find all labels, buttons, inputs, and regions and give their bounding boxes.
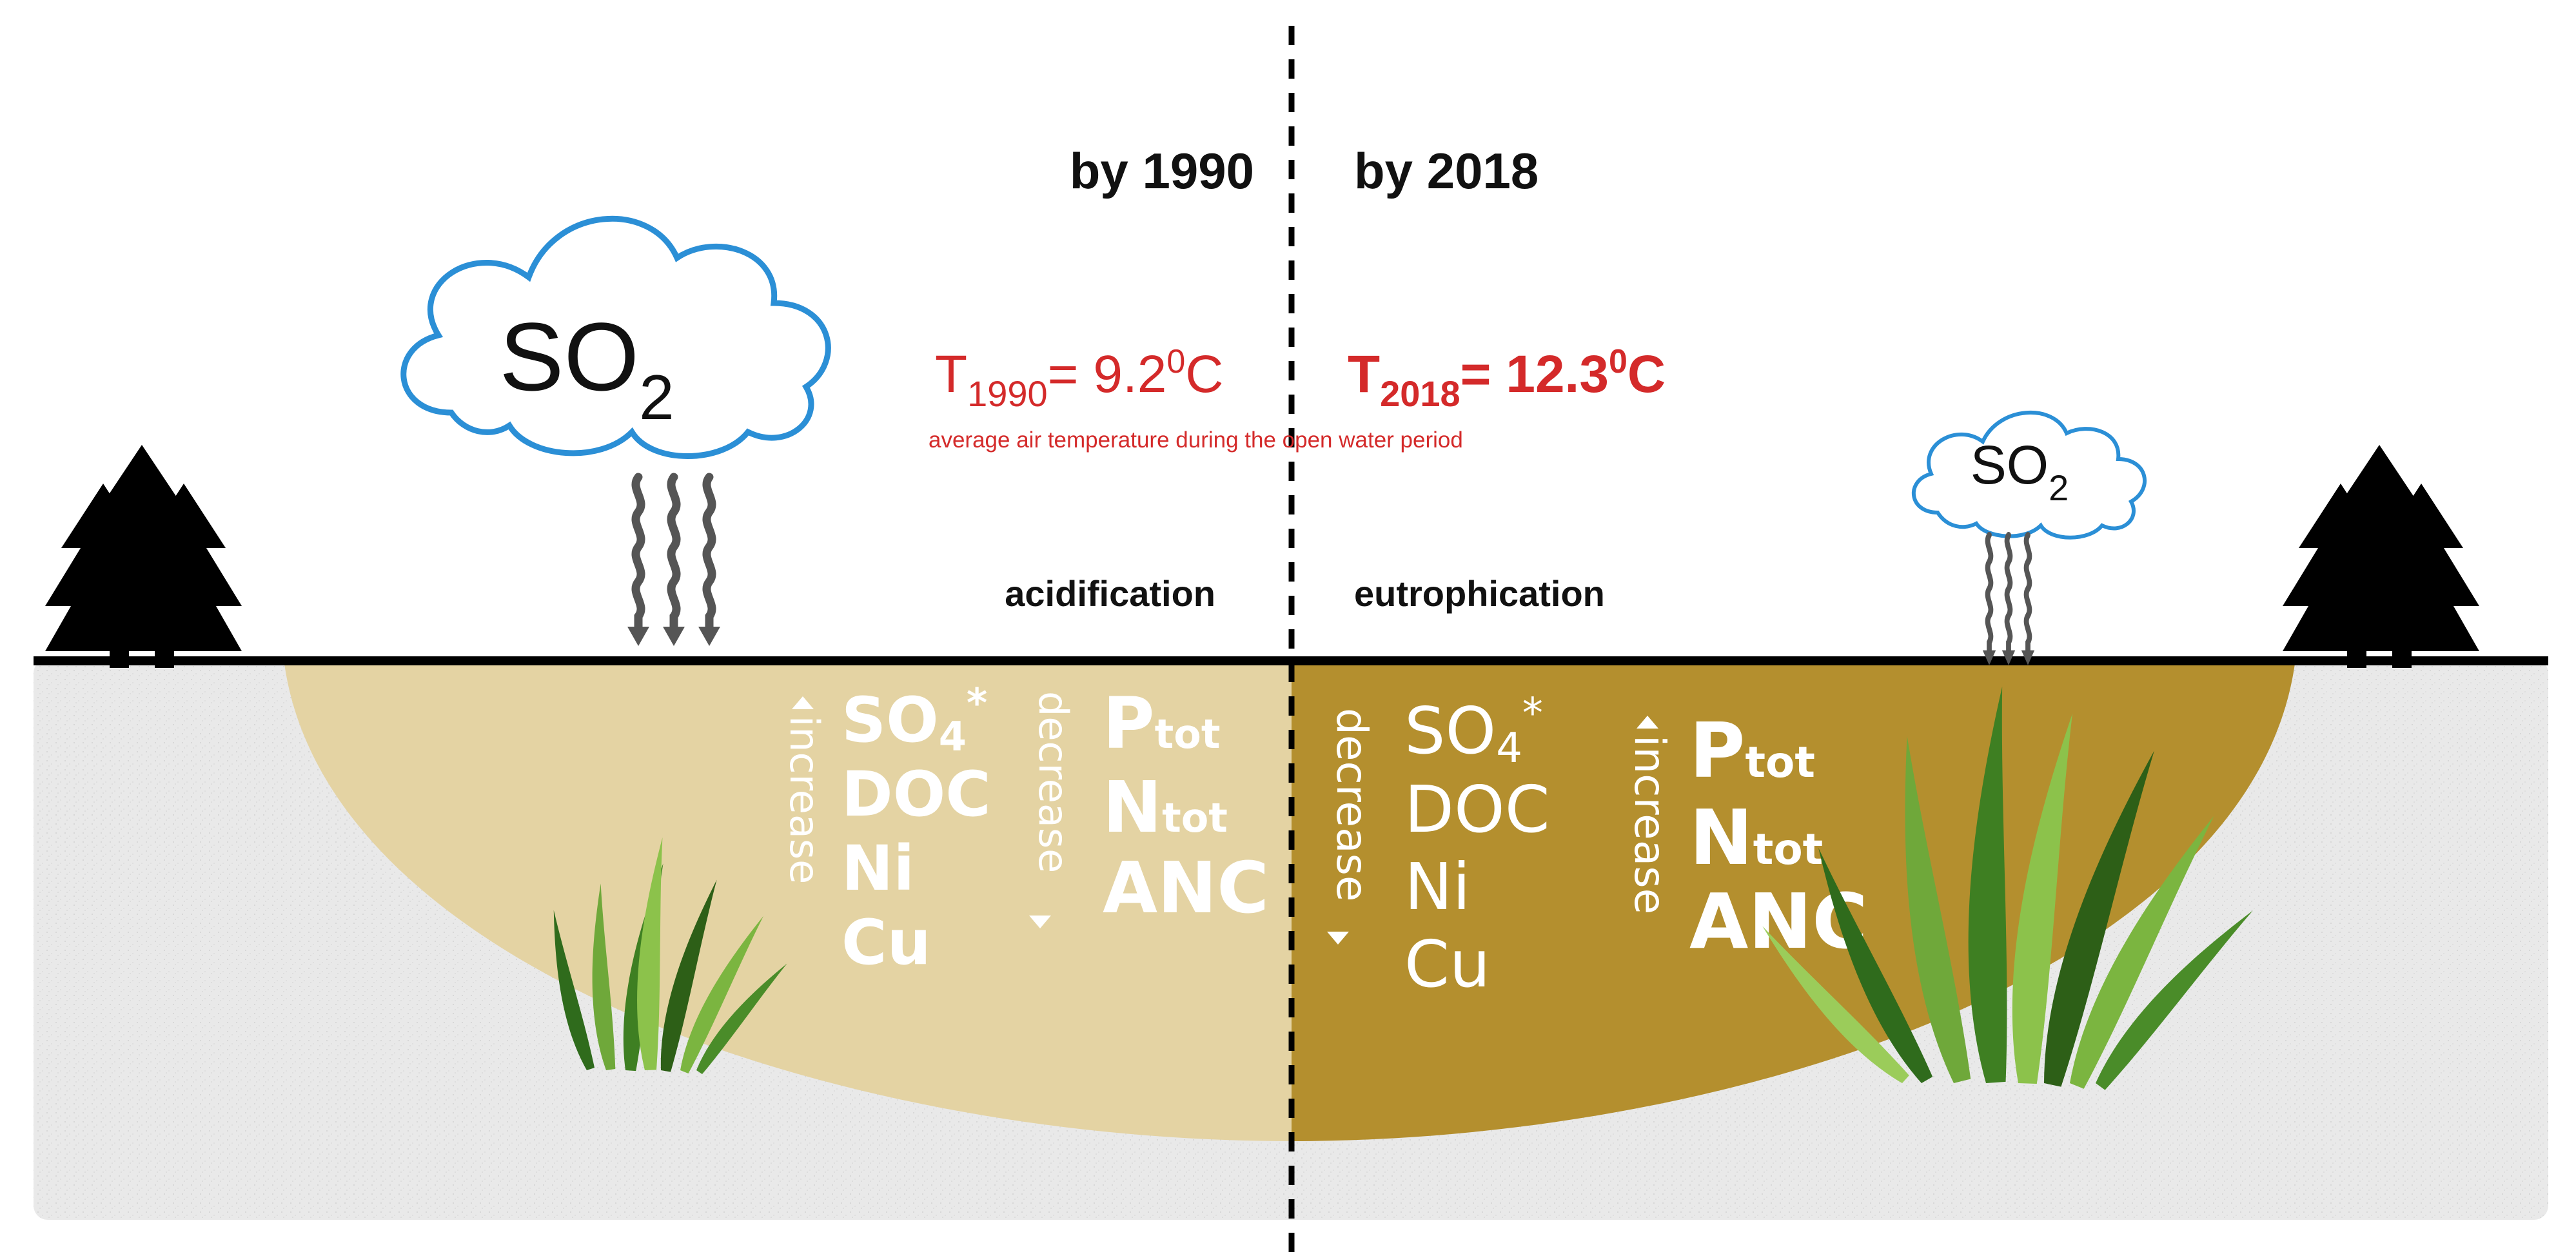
wavy-arrow-icon — [1983, 535, 1996, 665]
left-increase-indicator: increase — [781, 696, 828, 884]
chem-p-tot: Ptot — [1689, 706, 1815, 795]
wavy-arrow-icon — [698, 477, 720, 646]
chem-anc: ANC — [1103, 847, 1269, 929]
header-1990: by 1990 — [1070, 142, 1254, 199]
chem-ni: Ni — [841, 832, 914, 905]
process-eutrophication: eutrophication — [1354, 573, 1605, 614]
decrease-label: decrease — [1327, 708, 1377, 902]
chem-ni: Ni — [1404, 849, 1471, 925]
shoreline — [34, 656, 2548, 665]
chem-n-tot: Ntot — [1103, 766, 1228, 848]
left-decrease-indicator: decrease — [1029, 691, 1077, 928]
chem-n-tot: Ntot — [1689, 793, 1823, 882]
chem-so4: SO4* — [841, 680, 987, 760]
temperature-2018: T2018= 12.30C — [1348, 343, 1666, 414]
chem-cu: Cu — [1404, 926, 1490, 1002]
wavy-arrow-icon — [627, 477, 649, 646]
chem-doc: DOC — [841, 758, 991, 830]
process-acidification: acidification — [1005, 573, 1215, 614]
chem-p-tot: Ptot — [1103, 682, 1221, 765]
temperature-1990: T1990= 9.20C — [935, 343, 1223, 414]
cloud-so2-left: SO2 — [499, 302, 674, 433]
temperature-caption: average air temperature during the open … — [929, 427, 1463, 453]
wavy-arrow-icon — [663, 477, 685, 646]
wavy-arrow-icon — [2021, 535, 2034, 665]
lake-1990 — [284, 659, 1292, 1141]
tree-icon — [45, 445, 242, 668]
cloud-so2-right: SO2 — [1971, 435, 2069, 508]
right-increase-indicator: increase — [1625, 716, 1675, 914]
tree-icon — [2283, 445, 2479, 668]
decrease-label: decrease — [1030, 691, 1077, 873]
wavy-arrow-icon — [2002, 535, 2015, 665]
chem-so4: SO4* — [1404, 690, 1543, 772]
cloud-icon — [400, 215, 831, 459]
cloud-icon — [1912, 410, 2147, 540]
lake — [284, 659, 2296, 1141]
chem-cu: Cu — [841, 906, 931, 979]
lake-2018 — [1292, 659, 2296, 1141]
increase-label: increase — [781, 716, 828, 884]
header-2018: by 2018 — [1354, 142, 1539, 199]
increase-label: increase — [1625, 735, 1675, 914]
right-decrease-indicator: decrease — [1327, 708, 1377, 945]
chem-doc: DOC — [1404, 772, 1550, 847]
